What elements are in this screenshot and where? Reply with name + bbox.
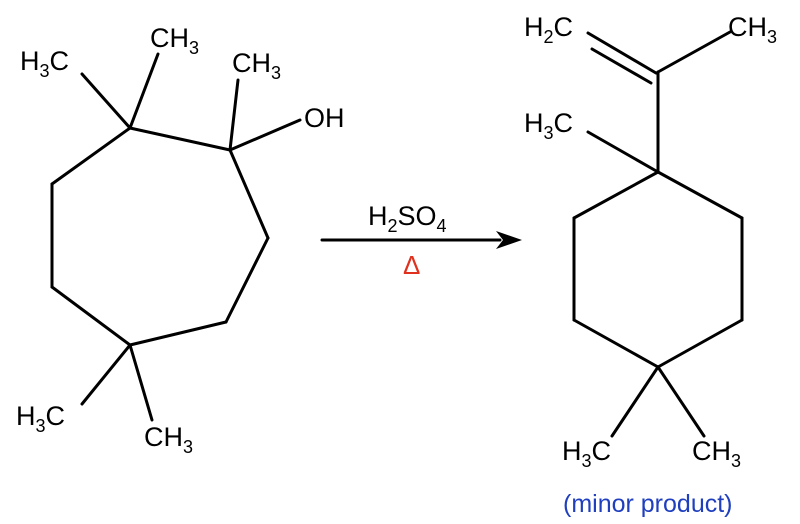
reactant-molecule: H3C CH3 CH3 OH H3C CH3 bbox=[16, 23, 345, 457]
reactant-ch3-top-label: CH3 bbox=[150, 23, 199, 58]
product-vinyl-methyl-bond bbox=[656, 30, 732, 74]
reactant-ring-bond bbox=[128, 126, 232, 152]
reaction-arrow-group: H2SO4 Δ bbox=[320, 201, 522, 280]
product-ch3-bottom-label: CH3 bbox=[692, 436, 741, 471]
reactant-ch3-bottom-label: CH3 bbox=[144, 422, 193, 457]
product-ring-bond bbox=[656, 318, 744, 369]
product-methyl-bond bbox=[656, 365, 706, 438]
heat-condition-label: Δ bbox=[403, 250, 420, 280]
reactant-hydroxyl-bond bbox=[228, 118, 302, 152]
reactant-methyl-bond bbox=[80, 72, 132, 130]
reactant-h3c-bottom-label: H3C bbox=[16, 401, 65, 436]
product-ring-bond bbox=[656, 170, 744, 220]
product-vinyl-double-bond bbox=[586, 31, 658, 75]
product-h3c-quat-label: H3C bbox=[524, 108, 573, 143]
product-ch3-vinyl-label: CH3 bbox=[728, 12, 777, 47]
reactant-methyl-bond bbox=[228, 78, 240, 152]
product-ring-bond bbox=[572, 318, 660, 369]
reactant-methyl-bond bbox=[128, 52, 160, 130]
reactant-ring-bond bbox=[228, 148, 270, 240]
reactant-ring-bond bbox=[128, 320, 228, 347]
reaction-arrow-head bbox=[496, 231, 522, 249]
product-ring-bond bbox=[572, 170, 660, 220]
reactant-methyl-bond bbox=[80, 343, 132, 406]
reactant-h3c-top-label: H3C bbox=[20, 46, 69, 81]
product-methyl-bond bbox=[586, 130, 660, 174]
product-vinyl-double-bond bbox=[590, 47, 653, 85]
reactant-ring-bond bbox=[224, 236, 270, 324]
reactant-oh-label: OH bbox=[304, 103, 345, 133]
minor-product-note: (minor product) bbox=[563, 490, 733, 518]
reactant-ring-bond bbox=[50, 285, 132, 347]
reagent-label: H2SO4 bbox=[368, 201, 447, 236]
product-h3c-bottom-label: H3C bbox=[562, 436, 611, 471]
reactant-ring-bond bbox=[50, 126, 132, 186]
reactant-ch3-c1-label: CH3 bbox=[232, 48, 281, 83]
reactant-methyl-bond bbox=[128, 343, 154, 422]
product-h2c-label: H2C bbox=[524, 12, 573, 47]
product-methyl-bond bbox=[610, 365, 660, 438]
product-molecule: H2C CH3 H3C H3C CH3 (minor product) bbox=[524, 12, 777, 518]
